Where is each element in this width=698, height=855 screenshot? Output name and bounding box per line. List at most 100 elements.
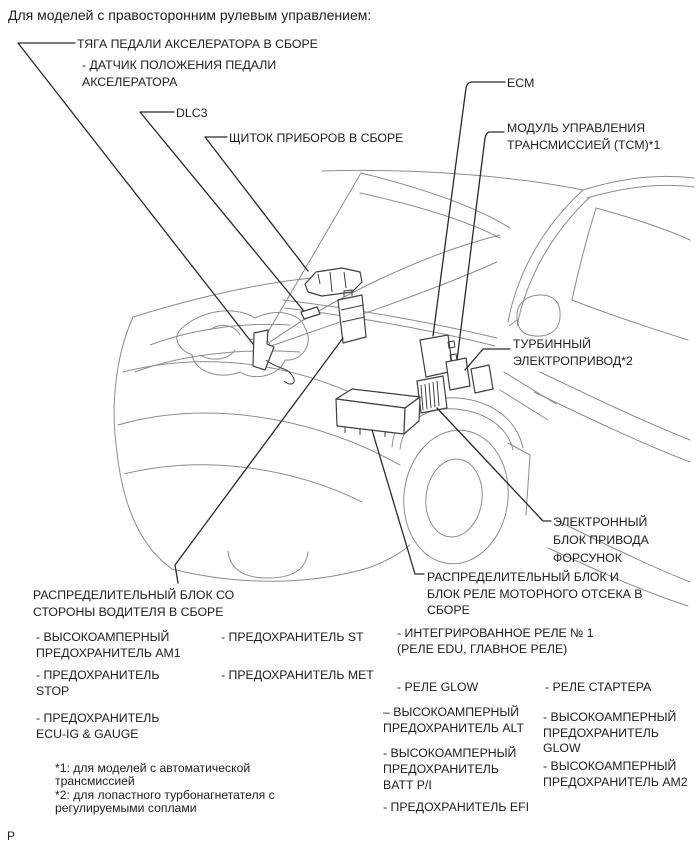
fuse-item-am2: - ВЫСОКОАМПЕРНЫЙ ПРЕДОХРАНИТЕЛЬ AM2 — [543, 759, 688, 790]
instrument-cluster-detail — [317, 271, 347, 293]
a-pillar-outer — [507, 189, 584, 323]
roof-drip-rail — [586, 184, 695, 199]
component-shapes — [252, 267, 494, 437]
callout-tcm-line2: ТРАНСМИССИЕЙ (TCM)*1 — [507, 137, 661, 152]
callout-engine-room-block-line1: РАСПРЕДЕЛИТЕЛЬНЫЙ БЛОК И — [427, 570, 619, 584]
callout-engine-room-block-line2: БЛОК РЕЛЕ МОТОРНОГО ОТСЕКА В — [427, 586, 643, 601]
tcm-box — [445, 357, 471, 391]
wheel-rim — [425, 458, 483, 538]
leader-accelerator-rod — [17, 42, 254, 345]
engine-room-rb-side — [403, 396, 421, 435]
engine-blob — [176, 310, 309, 378]
fuse-item-glow-hc-line1: - ВЫСОКОАМПЕРНЫЙ — [543, 710, 677, 724]
fuse-item-batt-pi-line3: BATT P/I — [383, 778, 432, 792]
fuse-item-glow-hc-line3: GLOW — [543, 741, 581, 755]
door-line-1 — [539, 371, 691, 441]
fuse-item-efi: - ПРЕДОХРАНИТЕЛЬ EFI — [383, 800, 529, 814]
fuse-item-stop-line1: - ПРЕДОХРАНИТЕЛЬ — [36, 668, 160, 682]
callout-injector-driver: ЭЛЕКТРОННЫЙ БЛОК ПРИВОДА ФОРСУНОК — [553, 514, 649, 567]
fuse-item-batt-pi-line2: ПРЕДОХРАНИТЕЛЬ — [383, 762, 499, 776]
callout-driver-side-block: РАСПРЕДЕЛИТЕЛЬНЫЙ БЛОК СО СТОРОНЫ ВОДИТЕ… — [33, 587, 234, 620]
callout-instrument-cluster: ЩИТОК ПРИБОРОВ В СБОРЕ — [229, 131, 404, 145]
bumper-crease-3 — [123, 464, 363, 503]
relay-item-integrated: - ИНТЕГРИРОВАННОЕ РЕЛЕ № 1 (РЕЛЕ EDU, ГЛ… — [397, 625, 594, 657]
fender-line-2 — [499, 389, 549, 421]
footnote-2-line1: *2: для лопастного турбонагнетателя с — [55, 788, 275, 802]
callout-dlc3: DLC3 — [176, 106, 208, 120]
callout-injector-driver-line3: ФОРСУНОК — [553, 550, 622, 565]
fuse-item-am1: - ВЫСОКОАМПЕРНЫЙ ПРЕДОХРАНИТЕЛЬ AM1 — [36, 629, 181, 661]
callout-accelerator-sensor: - ДАТЧИК ПОЛОЖЕНИЯ ПЕДАЛИ АКСЕЛЕРАТОРА — [82, 57, 276, 90]
fuse-item-glow-hc: - ВЫСОКОАМПЕРНЫЙ ПРЕДОХРАНИТЕЛЬ GLOW — [543, 710, 676, 757]
fuse-item-alt-line1: – ВЫСОКОАМПЕРНЫЙ — [383, 705, 520, 719]
fender-line-1 — [503, 371, 557, 405]
footnote-2-line2: регулируемыми соплами — [55, 801, 197, 815]
turbo-actuator-box — [470, 364, 494, 394]
fuse-item-ecu-ig-gauge-line1: - ПРЕДОХРАНИТЕЛЬ — [36, 711, 160, 725]
leader-tcm — [456, 131, 505, 361]
windshield-header-line — [321, 169, 584, 191]
callout-driver-side-block-line1: РАСПРЕДЕЛИТЕЛЬНЫЙ БЛОК СО — [33, 588, 235, 602]
relay-item-integrated-line1: - ИНТЕГРИРОВАННОЕ РЕЛЕ № 1 — [397, 626, 594, 640]
fuse-item-stop: - ПРЕДОХРАНИТЕЛЬ STOP — [36, 667, 159, 699]
side-mirror-arm — [508, 319, 518, 327]
callout-turbo-actuator-line1: ТУРБИННЫЙ — [513, 337, 591, 351]
bumper-crease-2 — [117, 412, 401, 466]
callout-injector-driver-line2: БЛОК ПРИВОДА — [553, 532, 649, 547]
callout-tcm: МОДУЛЬ УПРАВЛЕНИЯ ТРАНСМИССИЕЙ (TCM)*1 — [507, 120, 660, 153]
hood-underside — [269, 234, 501, 343]
fuse-item-am1-line2: ПРЕДОХРАНИТЕЛЬ AM1 — [36, 646, 181, 660]
callout-engine-room-block-line3: СБОРЕ — [427, 603, 470, 617]
door-window-bottom — [571, 299, 689, 341]
roof-line — [582, 175, 695, 191]
relay-item-integrated-line2: (РЕЛЕ EDU, ГЛАВНОЕ РЕЛЕ) — [397, 642, 568, 656]
door-window-top — [595, 207, 691, 241]
side-mirror — [516, 294, 561, 337]
callout-injector-driver-line1: ЭЛЕКТРОННЫЙ — [553, 515, 648, 529]
footnote-1-line1: *1: для моделей с автоматической — [55, 761, 251, 775]
hood-lower-edge — [256, 261, 498, 352]
fuse-item-am2-line1: - ВЫСОКОАМПЕРНЫЙ — [543, 759, 677, 773]
fuse-item-st: - ПРЕДОХРАНИТЕЛЬ ST — [221, 630, 364, 644]
tire — [403, 429, 509, 565]
fuse-item-alt: – ВЫСОКОАМПЕРНЫЙ ПРЕДОХРАНИТЕЛЬ ALT — [383, 704, 524, 736]
callout-turbo-actuator: ТУРБИННЫЙ ЭЛЕКТРОПРИВОД*2 — [513, 336, 633, 369]
page-heading: Для моделей с правосторонним рулевым упр… — [8, 7, 372, 23]
relay-item-glow: - РЕЛЕ GLOW — [397, 680, 479, 694]
fuse-item-met: - ПРЕДОХРАНИТЕЛЬ MET — [221, 668, 374, 682]
hood-top-edge — [360, 172, 511, 229]
fuse-item-ecu-ig-gauge: - ПРЕДОХРАНИТЕЛЬ ECU-IG & GAUGE — [36, 710, 159, 742]
car-outline — [113, 169, 695, 607]
fuse-item-batt-pi: - ВЫСОКОАМПЕРНЫЙ ПРЕДОХРАНИТЕЛЬ BATT P/I — [383, 745, 516, 793]
accelerator-pedal-shape — [252, 329, 275, 371]
bumper-intake — [227, 550, 309, 579]
front-frame-line — [149, 323, 291, 346]
callout-accelerator-sensor-line2: АКСЕЛЕРАТОРА — [82, 74, 178, 89]
callout-driver-side-block-line2: СТОРОНЫ ВОДИТЕЛЯ В СБОРЕ — [33, 604, 224, 619]
accelerator-pedal-cable — [265, 359, 295, 385]
leader-driver-side-block — [174, 337, 344, 584]
windshield-glass — [359, 192, 501, 239]
a-pillar-inner — [516, 196, 591, 327]
driver-side-jb-shape — [337, 294, 367, 344]
driver-side-jb-detail — [340, 289, 366, 323]
instrument-cluster-shape — [304, 267, 363, 297]
fuse-item-stop-line2: STOP — [36, 684, 70, 698]
footnote-1-line2: трансмиссией — [55, 774, 135, 788]
dlc3-connector-shape — [300, 306, 321, 320]
callout-accelerator-sensor-line1: - ДАТЧИК ПОЛОЖЕНИЯ ПЕДАЛИ — [82, 58, 277, 72]
cowl-line-1 — [282, 299, 498, 339]
page-marker: P — [7, 829, 16, 843]
leader-ecm — [432, 81, 506, 337]
bumper-bottom — [171, 544, 411, 582]
mudguard — [507, 442, 531, 516]
callout-engine-room-block: РАСПРЕДЕЛИТЕЛЬНЫЙ БЛОК И БЛОК РЕЛЕ МОТОР… — [427, 569, 642, 619]
door-window-front — [571, 207, 597, 301]
callout-ecm: ECM — [507, 76, 535, 90]
leader-lines — [17, 42, 552, 584]
rocker-line-2 — [547, 547, 689, 607]
leader-engine-room-block — [371, 429, 425, 575]
callout-accelerator-rod: ТЯГА ПЕДАЛИ АКСЕЛЕРАТОРА В СБОРЕ — [77, 37, 318, 51]
